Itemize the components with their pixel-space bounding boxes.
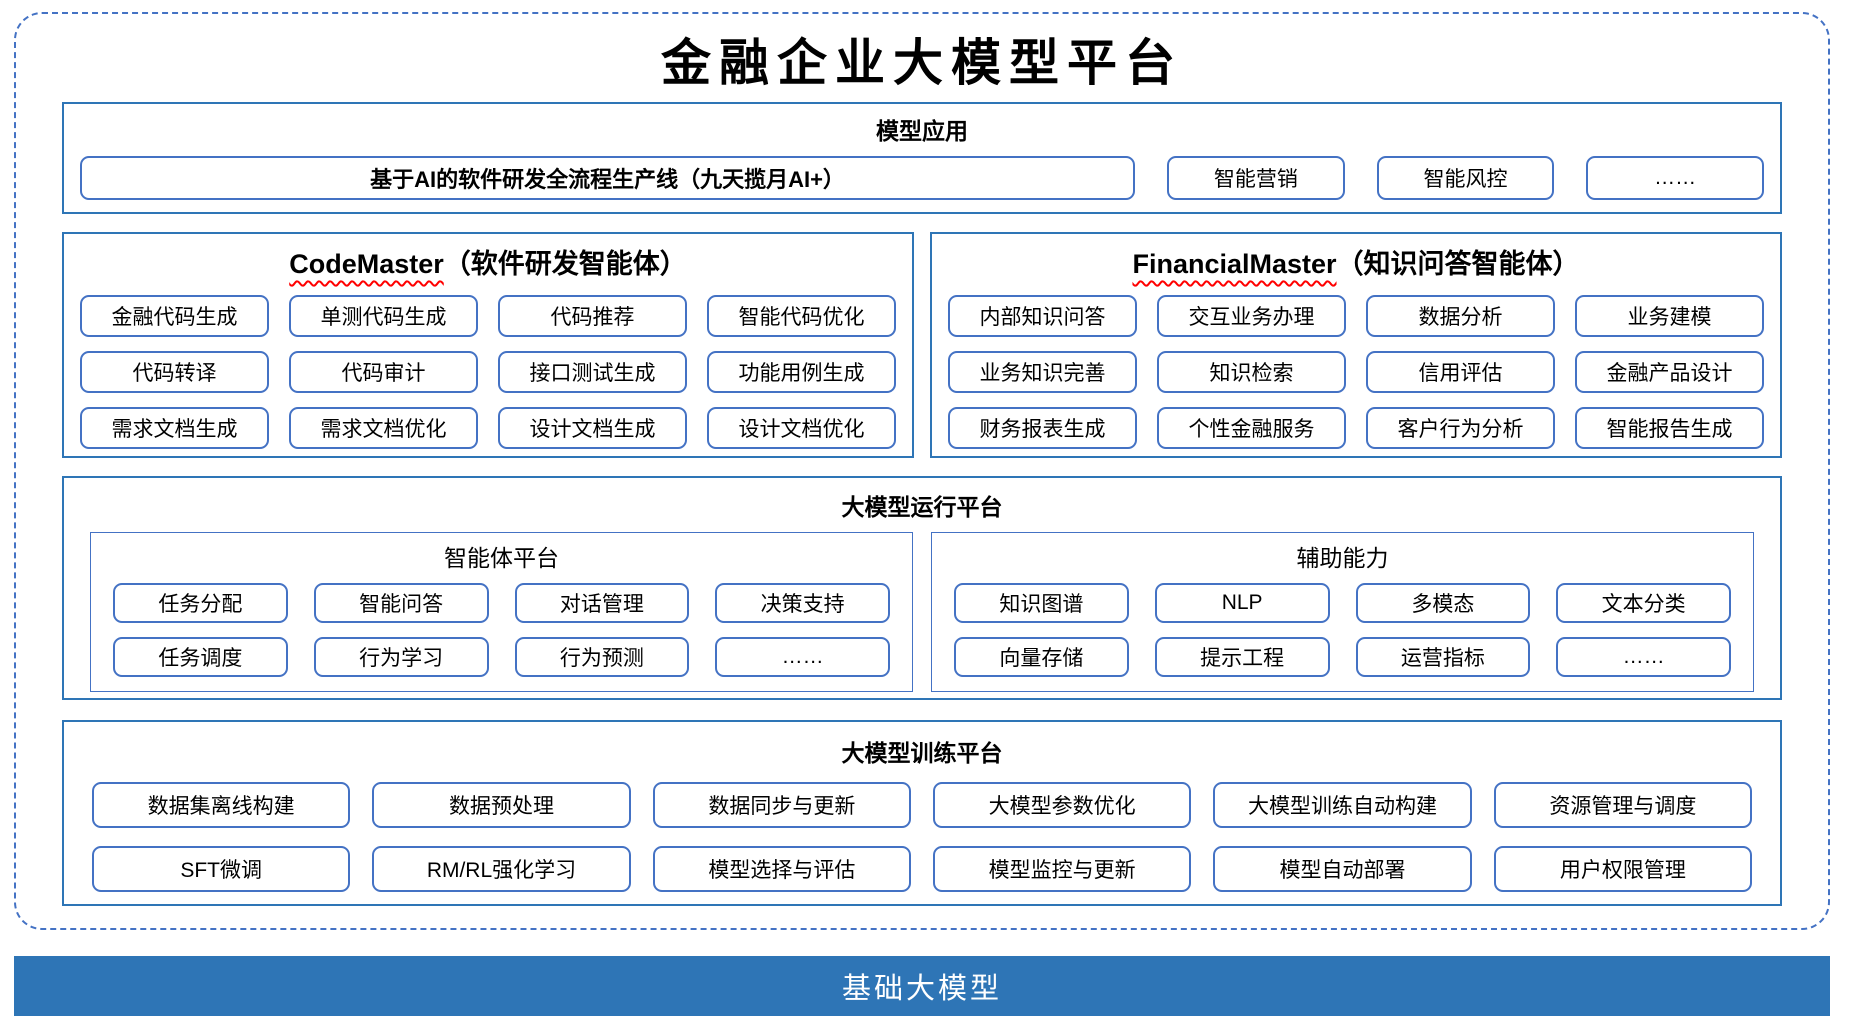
section-runtime-platform: 大模型运行平台 智能体平台 任务分配 智能问答 对话管理 决策支持 任务调度 行… — [62, 476, 1782, 700]
section-training-platform: 大模型训练平台 数据集离线构建 数据预处理 数据同步与更新 大模型参数优化 大模… — [62, 720, 1782, 906]
training-item-chip: 数据预处理 — [372, 782, 631, 828]
codemaster-item-chip: 代码审计 — [289, 351, 478, 393]
codemaster-title-en: CodeMaster — [289, 249, 444, 279]
financialmaster-item-chip: 信用评估 — [1366, 351, 1555, 393]
training-grid: 数据集离线构建 数据预处理 数据同步与更新 大模型参数优化 大模型训练自动构建 … — [92, 782, 1752, 892]
training-item-chip: 用户权限管理 — [1493, 846, 1752, 892]
financialmaster-item-chip: 数据分析 — [1366, 295, 1555, 337]
aux-capability-item-chip: 知识图谱 — [954, 583, 1129, 623]
codemaster-title: CodeMaster（软件研发智能体） — [80, 242, 896, 281]
financialmaster-item-chip: 业务建模 — [1575, 295, 1764, 337]
financialmaster-item-chip: 交互业务办理 — [1157, 295, 1346, 337]
training-item-chip: 模型选择与评估 — [652, 846, 911, 892]
codemaster-item-chip: 代码推荐 — [498, 295, 687, 337]
model-applications-row: 基于AI的软件研发全流程生产线（九天揽月AI+） 智能营销 智能风控 …… — [78, 156, 1766, 200]
agents-row: CodeMaster（软件研发智能体） 金融代码生成 单测代码生成 代码推荐 智… — [62, 232, 1782, 458]
codemaster-title-zh: （软件研发智能体） — [443, 249, 687, 279]
codemaster-item-chip: 智能代码优化 — [707, 295, 896, 337]
training-item-chip: 大模型训练自动构建 — [1213, 782, 1472, 828]
training-item-chip: SFT微调 — [92, 846, 351, 892]
financialmaster-item-chip: 财务报表生成 — [948, 407, 1137, 449]
codemaster-item-chip: 需求文档优化 — [289, 407, 478, 449]
aux-capability-item-chip: 运营指标 — [1355, 637, 1531, 677]
agent-platform-item-chip: …… — [715, 637, 890, 677]
runtime-platform-header: 大模型运行平台 — [841, 494, 1003, 520]
agent-platform-box: 智能体平台 任务分配 智能问答 对话管理 决策支持 任务调度 行为学习 行为预测… — [90, 532, 913, 692]
section-model-applications: 模型应用 基于AI的软件研发全流程生产线（九天揽月AI+） 智能营销 智能风控 … — [62, 102, 1782, 214]
base-model-bar: 基础大模型 — [14, 956, 1830, 1016]
codemaster-item-chip: 单测代码生成 — [289, 295, 478, 337]
training-item-chip: 数据同步与更新 — [652, 782, 911, 828]
model-applications-header: 模型应用 — [876, 118, 968, 144]
platform-frame: 金融企业大模型平台 模型应用 基于AI的软件研发全流程生产线（九天揽月AI+） … — [14, 12, 1830, 930]
codemaster-item-chip: 需求文档生成 — [80, 407, 269, 449]
training-item-chip: 模型监控与更新 — [933, 846, 1192, 892]
agent-platform-item-chip: 行为预测 — [514, 637, 690, 677]
aux-capability-grid: 知识图谱 NLP 多模态 文本分类 向量存储 提示工程 运营指标 …… — [954, 583, 1731, 677]
ai-pipeline-chip: 基于AI的软件研发全流程生产线（九天揽月AI+） — [80, 156, 1135, 200]
financialmaster-item-chip: 业务知识完善 — [948, 351, 1137, 393]
training-item-chip: 资源管理与调度 — [1493, 782, 1752, 828]
codemaster-box: CodeMaster（软件研发智能体） 金融代码生成 单测代码生成 代码推荐 智… — [62, 232, 914, 458]
training-item-chip: RM/RL强化学习 — [372, 846, 631, 892]
codemaster-item-chip: 金融代码生成 — [80, 295, 269, 337]
training-platform-header: 大模型训练平台 — [841, 740, 1003, 766]
financialmaster-item-chip: 个性金融服务 — [1157, 407, 1346, 449]
agent-platform-item-chip: 对话管理 — [514, 583, 690, 623]
aux-capability-box: 辅助能力 知识图谱 NLP 多模态 文本分类 向量存储 提示工程 运营指标 …… — [931, 532, 1754, 692]
financialmaster-title-en: FinancialMaster — [1132, 249, 1337, 279]
app-item-chip: 智能风控 — [1376, 156, 1555, 200]
financialmaster-grid: 内部知识问答 交互业务办理 数据分析 业务建模 业务知识完善 知识检索 信用评估… — [948, 295, 1764, 449]
financialmaster-title-zh: （知识问答智能体） — [1336, 249, 1580, 279]
aux-capability-item-chip: NLP — [1154, 583, 1330, 623]
training-item-chip: 模型自动部署 — [1213, 846, 1472, 892]
aux-capability-item-chip: 提示工程 — [1154, 637, 1330, 677]
aux-capability-item-chip: …… — [1556, 637, 1731, 677]
codemaster-item-chip: 接口测试生成 — [498, 351, 687, 393]
financialmaster-item-chip: 客户行为分析 — [1366, 407, 1555, 449]
financialmaster-item-chip: 知识检索 — [1157, 351, 1346, 393]
codemaster-grid: 金融代码生成 单测代码生成 代码推荐 智能代码优化 代码转译 代码审计 接口测试… — [80, 295, 896, 449]
app-item-chip: …… — [1586, 156, 1765, 200]
training-item-chip: 大模型参数优化 — [933, 782, 1192, 828]
app-item-chip: 智能营销 — [1167, 156, 1345, 200]
agent-platform-item-chip: 任务调度 — [113, 637, 288, 677]
page-title: 金融企业大模型平台 — [661, 33, 1183, 92]
agent-platform-item-chip: 智能问答 — [313, 583, 489, 623]
aux-capability-title: 辅助能力 — [1296, 545, 1389, 571]
codemaster-item-chip: 设计文档优化 — [707, 407, 896, 449]
agent-platform-item-chip: 任务分配 — [113, 583, 288, 623]
training-item-chip: 数据集离线构建 — [92, 782, 351, 828]
agent-platform-grid: 任务分配 智能问答 对话管理 决策支持 任务调度 行为学习 行为预测 …… — [113, 583, 890, 677]
financialmaster-box: FinancialMaster（知识问答智能体） 内部知识问答 交互业务办理 数… — [930, 232, 1782, 458]
financialmaster-item-chip: 金融产品设计 — [1575, 351, 1764, 393]
aux-capability-item-chip: 文本分类 — [1556, 583, 1731, 623]
agent-platform-title: 智能体平台 — [444, 545, 559, 571]
runtime-inner-row: 智能体平台 任务分配 智能问答 对话管理 决策支持 任务调度 行为学习 行为预测… — [80, 532, 1764, 692]
agent-platform-item-chip: 决策支持 — [715, 583, 890, 623]
aux-capability-item-chip: 向量存储 — [954, 637, 1129, 677]
codemaster-item-chip: 代码转译 — [80, 351, 269, 393]
codemaster-item-chip: 设计文档生成 — [498, 407, 687, 449]
agent-platform-item-chip: 行为学习 — [313, 637, 489, 677]
aux-capability-item-chip: 多模态 — [1355, 583, 1531, 623]
financialmaster-title: FinancialMaster（知识问答智能体） — [948, 242, 1764, 281]
financialmaster-item-chip: 内部知识问答 — [948, 295, 1137, 337]
financialmaster-item-chip: 智能报告生成 — [1575, 407, 1764, 449]
codemaster-item-chip: 功能用例生成 — [707, 351, 896, 393]
